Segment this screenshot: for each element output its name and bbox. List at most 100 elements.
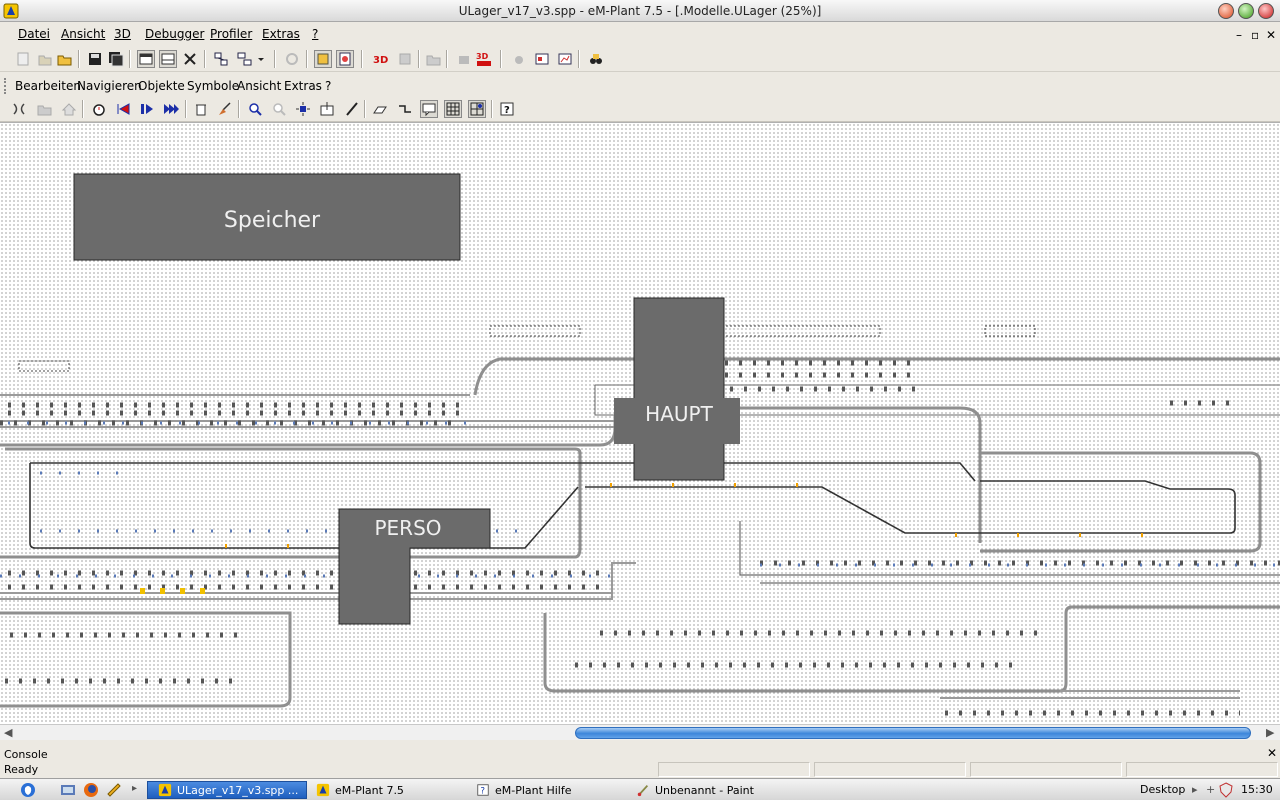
- title-bar: ULager_v17_v3.spp - eM-Plant 7.5 - [.Mod…: [0, 0, 1280, 22]
- graph-icon[interactable]: [556, 50, 574, 68]
- menu-debugger[interactable]: Debugger: [145, 27, 205, 41]
- stack-icon[interactable]: [455, 50, 473, 68]
- desktop-label[interactable]: Desktop: [1140, 783, 1186, 796]
- file-manager-icon[interactable]: [60, 782, 76, 798]
- menu-objekte[interactable]: Objekte: [138, 79, 185, 93]
- menu-datei[interactable]: Datei: [18, 27, 51, 41]
- block-haupt[interactable]: [633, 297, 725, 481]
- mdi-restore-icon[interactable]: ▫: [1251, 28, 1260, 42]
- connect-icon[interactable]: [396, 100, 414, 118]
- menu-navigieren[interactable]: Navigieren: [77, 79, 142, 93]
- mdi-close-icon[interactable]: ✕: [1266, 28, 1277, 42]
- connector-icon[interactable]: [10, 100, 28, 118]
- firefox-icon[interactable]: [83, 782, 99, 798]
- grid-icon[interactable]: [444, 100, 462, 118]
- help-icon[interactable]: ?: [498, 100, 516, 118]
- animation-icon[interactable]: [314, 50, 332, 68]
- undo-icon[interactable]: [283, 50, 301, 68]
- status-panel-2: [814, 762, 966, 777]
- binoculars-icon[interactable]: [587, 50, 605, 68]
- scroll-left-icon[interactable]: ◀: [4, 726, 13, 739]
- snap-icon[interactable]: [468, 100, 486, 118]
- tool-icon[interactable]: [106, 782, 122, 798]
- menu-extras-model[interactable]: Extras: [284, 79, 322, 93]
- structure-icon[interactable]: [212, 50, 230, 68]
- mdi-minimize-icon[interactable]: –: [1236, 28, 1242, 42]
- console-icon[interactable]: [159, 50, 177, 68]
- svg-text:?: ?: [480, 787, 485, 797]
- model-toolbar: ?: [0, 96, 1280, 122]
- place-icon[interactable]: [318, 100, 336, 118]
- menu-help-model[interactable]: ?: [325, 79, 332, 93]
- menu-extras[interactable]: Extras: [262, 27, 300, 41]
- class-library-icon[interactable]: [137, 50, 155, 68]
- new-icon[interactable]: [14, 50, 32, 68]
- step-icon[interactable]: [138, 100, 156, 118]
- tray-arrow-icon[interactable]: ▸: [1192, 783, 1198, 796]
- task-emplant-hilfe[interactable]: ? eM-Plant Hilfe: [476, 781, 571, 799]
- save-all-icon[interactable]: [107, 50, 125, 68]
- open-icon[interactable]: [36, 50, 54, 68]
- start-icon[interactable]: [20, 782, 36, 798]
- 3d-log-icon[interactable]: 3D: [476, 50, 494, 68]
- task-emplant[interactable]: eM-Plant 7.5: [316, 781, 404, 799]
- save-icon[interactable]: [86, 50, 104, 68]
- eraser-icon[interactable]: [371, 100, 389, 118]
- folder-icon[interactable]: [36, 100, 54, 118]
- 3d-icon[interactable]: 3D: [372, 50, 390, 68]
- help-book-icon: ?: [477, 784, 489, 797]
- clock: 15:30: [1241, 783, 1273, 796]
- tray-plus-icon[interactable]: +: [1206, 783, 1216, 796]
- minimize-button[interactable]: [1218, 3, 1234, 19]
- broom-icon[interactable]: [216, 100, 234, 118]
- taskbar-arrow-icon[interactable]: ▸: [132, 783, 138, 794]
- block-speicher[interactable]: [73, 173, 461, 261]
- maximize-button[interactable]: [1238, 3, 1254, 19]
- delete-icon[interactable]: [192, 100, 210, 118]
- close-button[interactable]: [1258, 3, 1274, 19]
- tools-icon[interactable]: [181, 50, 199, 68]
- rewind-icon[interactable]: [114, 100, 132, 118]
- svg-text:3D: 3D: [373, 55, 388, 66]
- horizontal-scrollbar[interactable]: ◀ ▶: [0, 724, 1280, 740]
- shield-icon[interactable]: [1218, 782, 1234, 798]
- open-folder-icon[interactable]: [56, 50, 74, 68]
- task-paint[interactable]: Unbenannt - Paint: [636, 781, 754, 799]
- scroll-right-icon[interactable]: ▶: [1266, 726, 1275, 739]
- menu-ansicht[interactable]: Ansicht: [61, 27, 106, 41]
- folder-open-grey-icon[interactable]: [425, 50, 443, 68]
- menu-3d[interactable]: 3D: [114, 27, 131, 41]
- model-canvas[interactable]: Speicher HAUPT PERSO: [0, 122, 1280, 724]
- zoom-out-icon[interactable]: [270, 100, 288, 118]
- console-label: Console: [4, 748, 48, 761]
- menu-profiler[interactable]: Profiler: [210, 27, 253, 41]
- event-controller-icon[interactable]: [336, 50, 354, 68]
- block-perso[interactable]: [338, 508, 491, 625]
- comment-icon[interactable]: [420, 100, 438, 118]
- menu-grip[interactable]: [4, 78, 7, 94]
- stopwatch-icon[interactable]: [90, 100, 108, 118]
- svg-text:3D: 3D: [476, 52, 489, 61]
- menu-help[interactable]: ?: [312, 27, 319, 41]
- menu-ansicht-model[interactable]: Ansicht: [237, 79, 282, 93]
- menu-symbole[interactable]: Symbole: [187, 79, 240, 93]
- scroll-thumb[interactable]: [575, 727, 1251, 739]
- bug-icon[interactable]: [510, 50, 528, 68]
- 3d-model-icon[interactable]: [396, 50, 414, 68]
- taskbar: ▸ ULager_v17_v3.spp ... eM-Plant 7.5 ? e…: [0, 778, 1280, 800]
- fast-forward-icon[interactable]: [162, 100, 180, 118]
- pencil-icon[interactable]: [343, 100, 361, 118]
- block-perso-label: PERSO: [374, 516, 441, 540]
- model-diagram: Speicher HAUPT PERSO: [0, 173, 1280, 716]
- zoom-in-icon[interactable]: [246, 100, 264, 118]
- menu-bearbeiten[interactable]: Bearbeiten: [15, 79, 81, 93]
- hierarchy-icon[interactable]: [236, 50, 254, 68]
- dropdown-icon[interactable]: [256, 50, 266, 68]
- window-icon[interactable]: [533, 50, 551, 68]
- console-bar: Console ✕: [0, 746, 1280, 762]
- console-close-icon[interactable]: ✕: [1267, 746, 1278, 760]
- home-icon[interactable]: [60, 100, 78, 118]
- task-ulager[interactable]: ULager_v17_v3.spp ...: [147, 781, 307, 799]
- task-ulager-label: ULager_v17_v3.spp ...: [177, 783, 299, 797]
- select-icon[interactable]: [294, 100, 312, 118]
